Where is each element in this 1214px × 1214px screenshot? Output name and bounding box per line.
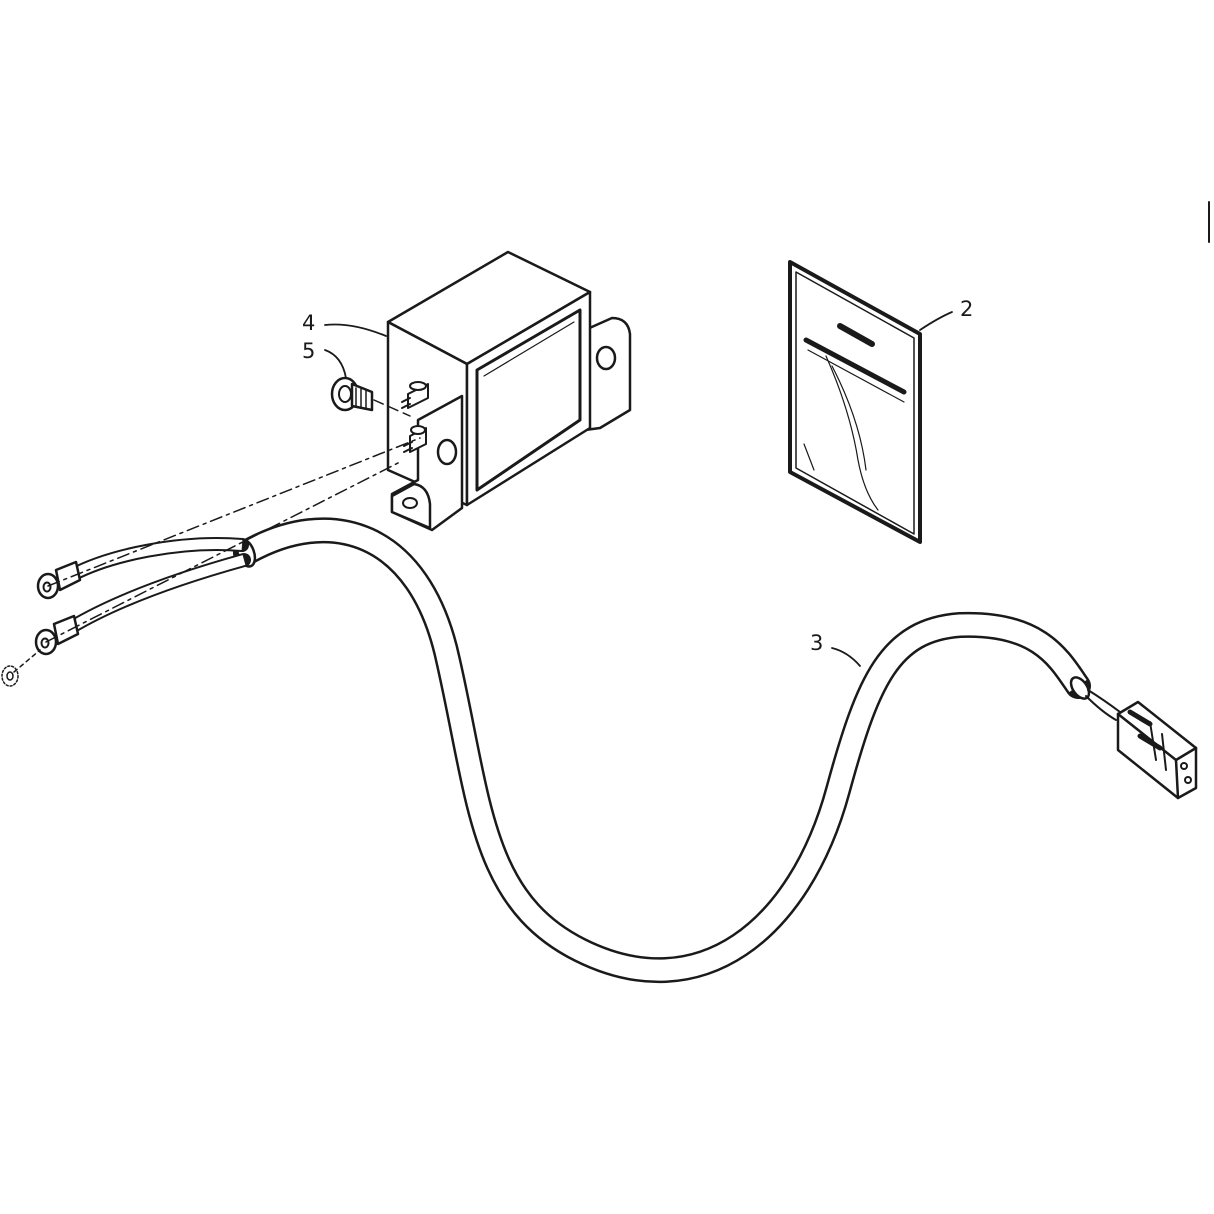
terminal-stud-lower: [403, 425, 427, 453]
callout-manual: 2: [960, 297, 973, 321]
control-module: [324, 250, 632, 532]
harness-cable-core: [240, 520, 1087, 981]
callout-screw: 5: [302, 339, 315, 363]
callout-harness: 3: [810, 631, 823, 655]
screw: [324, 349, 411, 417]
ring-terminal-upper: [36, 560, 82, 600]
callout-module: 4: [302, 311, 315, 335]
wiring-harness: [1, 437, 1198, 984]
connector: [1116, 700, 1198, 800]
nut: [1, 665, 19, 687]
harness-cable-outline: [233, 517, 1091, 984]
ring-terminal-lower: [34, 614, 80, 656]
instruction-manual: [788, 260, 953, 544]
terminal-stud-upper: [401, 381, 429, 409]
